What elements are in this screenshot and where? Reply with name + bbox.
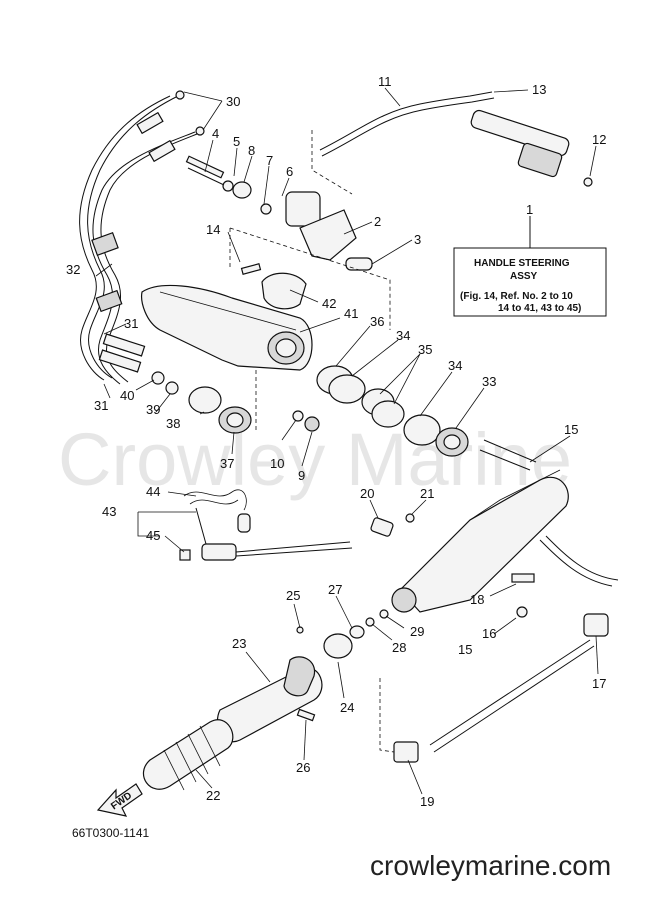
callout-11: 11 <box>378 74 392 89</box>
callout-40: 40 <box>120 388 134 403</box>
callout-6: 6 <box>286 164 293 179</box>
callout-44: 44 <box>146 484 160 499</box>
callout-5: 5 <box>233 134 240 149</box>
callout-30: 30 <box>226 94 240 109</box>
throttle-grip <box>143 609 389 791</box>
callout-2: 2 <box>374 214 381 229</box>
callout-1: 1 <box>526 202 533 217</box>
callout-38: 38 <box>166 416 180 431</box>
callout-16: 16 <box>482 626 496 641</box>
callout-33: 33 <box>482 374 496 389</box>
callout-numbers: 1 2 3 4 5 6 7 8 9 10 11 12 13 14 15 15 1… <box>66 74 606 809</box>
steering-handle-arm <box>370 439 619 763</box>
callout-9: 9 <box>298 468 305 483</box>
diagram-code: 66T0300-1141 <box>72 826 150 840</box>
callout-15a: 15 <box>564 422 578 437</box>
callout-34b: 34 <box>448 358 462 373</box>
callout-14: 14 <box>206 222 220 237</box>
callout-23: 23 <box>232 636 246 651</box>
assembly-title-box: HANDLE STEERING ASSY (Fig. 14, Ref. No. … <box>453 216 607 317</box>
callout-35: 35 <box>418 342 432 357</box>
callout-34a: 34 <box>396 328 410 343</box>
watermark: Crowley Marine <box>58 418 572 501</box>
callout-21: 21 <box>420 486 434 501</box>
footer-url[interactable]: crowleymarine.com <box>370 850 612 881</box>
callout-24: 24 <box>340 700 354 715</box>
stop-switch <box>179 489 353 561</box>
callout-43: 43 <box>102 504 116 519</box>
leader-lines <box>95 87 599 795</box>
callout-42: 42 <box>322 296 336 311</box>
title-line-1: HANDLE STEERING <box>474 258 570 269</box>
title-line-2: ASSY <box>510 271 538 282</box>
title-line-4: 14 to 41, 43 to 45) <box>498 303 581 314</box>
callout-26: 26 <box>296 760 310 775</box>
title-line-3: (Fig. 14, Ref. No. 2 to 10 <box>460 291 573 302</box>
callout-29: 29 <box>410 624 424 639</box>
callout-7: 7 <box>266 153 273 168</box>
callout-8: 8 <box>248 143 255 158</box>
callout-10: 10 <box>270 456 284 471</box>
upper-bracket-assembly <box>185 91 593 330</box>
callout-37: 37 <box>220 456 234 471</box>
callout-22: 22 <box>206 788 220 803</box>
callout-12: 12 <box>592 132 606 147</box>
callout-19: 19 <box>420 794 434 809</box>
callout-32: 32 <box>66 262 80 277</box>
steering-bracket-body <box>141 263 313 430</box>
callout-13: 13 <box>532 82 546 97</box>
bushings-and-washers <box>151 365 469 457</box>
callout-17: 17 <box>592 676 606 691</box>
callout-15b: 15 <box>458 642 472 657</box>
callout-28: 28 <box>392 640 406 655</box>
callout-20: 20 <box>360 486 374 501</box>
callout-31a: 31 <box>124 316 138 331</box>
callout-27: 27 <box>328 582 342 597</box>
throttle-cables <box>79 90 205 385</box>
callout-25: 25 <box>286 588 300 603</box>
callout-45: 45 <box>146 528 160 543</box>
callout-39: 39 <box>146 402 160 417</box>
fwd-arrow: FWD <box>96 783 143 817</box>
callout-4: 4 <box>212 126 219 141</box>
callout-3: 3 <box>414 232 421 247</box>
callout-31b: 31 <box>94 398 108 413</box>
callout-18: 18 <box>470 592 484 607</box>
callout-41: 41 <box>344 306 358 321</box>
callout-36: 36 <box>370 314 384 329</box>
